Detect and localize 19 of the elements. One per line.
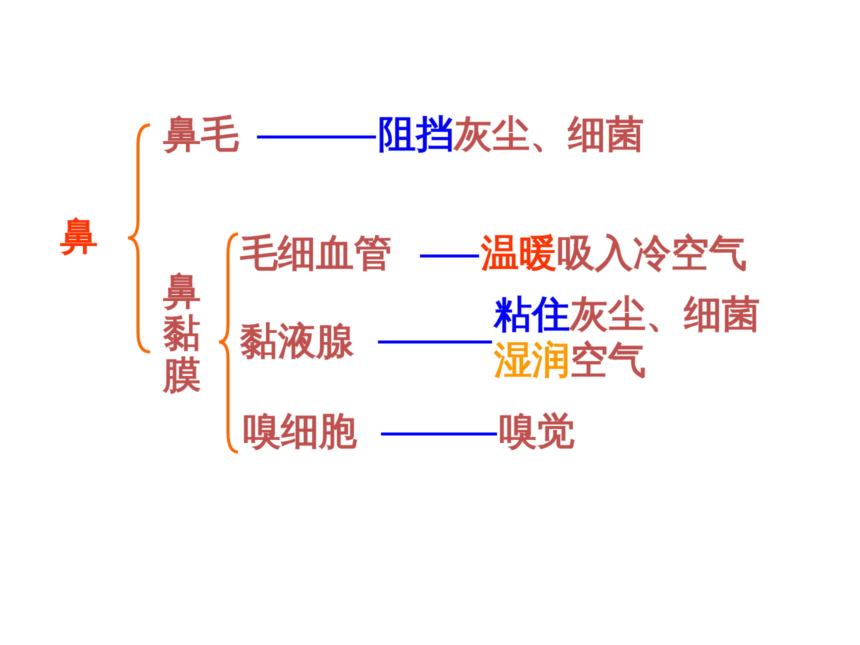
connector-line — [378, 340, 492, 344]
node-text: 灰尘、细菌 — [454, 113, 644, 158]
node-text: 粘住 — [494, 293, 570, 338]
node-text: 黏液腺 — [240, 320, 354, 365]
connector-line — [420, 254, 479, 258]
node-text: 嗅细胞 — [243, 410, 357, 455]
node-text: 灰尘、细菌 — [570, 293, 760, 338]
node-text: 毛细血管 — [240, 232, 392, 277]
node-text: 阻挡 — [378, 113, 454, 158]
node-text: 吸入冷空气 — [557, 232, 747, 277]
connector-line — [257, 136, 376, 138]
node-text: 空气 — [570, 338, 646, 384]
node-text: 嗅觉 — [499, 410, 575, 455]
node-text: 鼻黏膜 — [163, 271, 201, 397]
connector-line — [381, 432, 497, 436]
node-text: 鼻毛 — [163, 113, 239, 158]
node-text: 湿润 — [494, 338, 570, 384]
node-text: 温暖 — [481, 232, 557, 277]
node-text: 鼻 — [60, 215, 98, 260]
